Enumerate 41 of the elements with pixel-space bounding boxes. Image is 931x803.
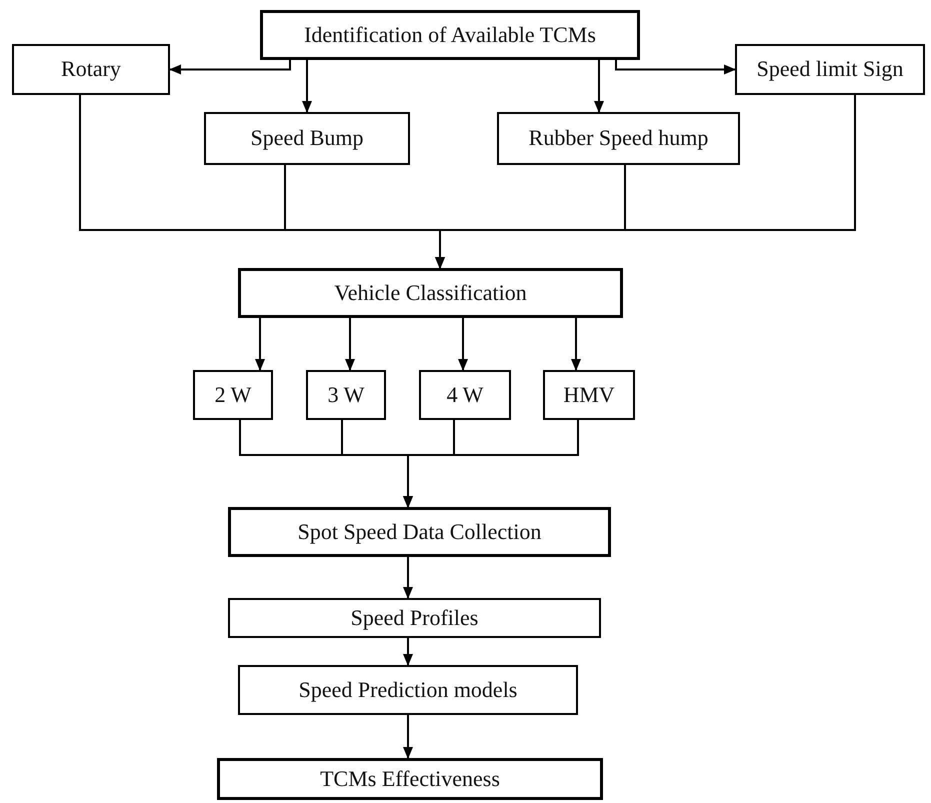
- box-label: Rotary: [61, 57, 121, 82]
- box-label: 3 W: [328, 382, 364, 408]
- process-box: [12, 44, 170, 95]
- process-box: [497, 112, 740, 165]
- connector-arrow: [571, 318, 581, 371]
- box-label: Identification of Available TCMs: [304, 22, 596, 48]
- box-label: Rubber Speed hump: [528, 126, 708, 151]
- connector-arrow: [458, 318, 468, 371]
- connector-arrow: [403, 557, 413, 599]
- process-box: [543, 370, 635, 420]
- box-label: 2 W: [214, 382, 252, 408]
- process-box: [238, 268, 623, 318]
- process-box: [238, 665, 578, 715]
- box-label: TCMs Effectiveness: [320, 766, 500, 792]
- box-label: Speed limit Sign: [756, 57, 904, 82]
- box-label: Speed Profiles: [350, 606, 478, 630]
- process-box: [260, 10, 640, 60]
- box-label: HMV: [563, 382, 615, 408]
- box-label: Speed Bump: [250, 126, 364, 151]
- box-label: Spot Speed Data Collection: [298, 520, 542, 544]
- connector-arrow: [403, 420, 579, 508]
- connector-arrow: [403, 638, 413, 666]
- connector-arrow: [403, 715, 413, 759]
- process-box: [419, 370, 511, 420]
- process-box: [228, 598, 601, 638]
- process-box: [217, 758, 603, 800]
- process-box: [735, 44, 925, 95]
- connector-arrow: [345, 318, 355, 371]
- process-box: [228, 507, 611, 557]
- connector-arrow: [615, 60, 736, 74]
- connector-arrow: [435, 95, 856, 269]
- box-label: Speed Prediction models: [298, 678, 518, 702]
- connector-arrow: [255, 318, 265, 371]
- box-label: 4 W: [446, 382, 484, 408]
- box-label: Vehicle Classification: [334, 280, 527, 306]
- process-box: [306, 370, 386, 420]
- connector-arrow: [169, 60, 291, 74]
- connector-arrow: [594, 60, 604, 113]
- connector-arrow: [302, 60, 312, 113]
- process-box: [193, 370, 273, 420]
- process-box: [204, 112, 410, 165]
